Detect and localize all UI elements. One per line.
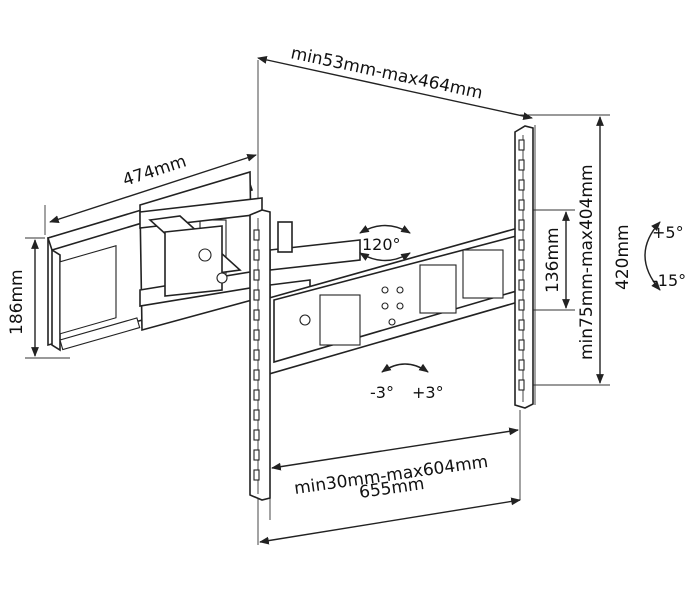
tilt-up-label: +5° (652, 223, 684, 242)
swivel-arrows (359, 224, 411, 262)
right-rail-slots (518, 139, 525, 391)
mid-height-label: 136mm (543, 227, 563, 293)
left-vertical-rail (249, 209, 271, 501)
wall-plate-width-label: 474mm (120, 151, 189, 190)
dimension-lines (31, 56, 604, 545)
swivel-angle-label: 120° (362, 235, 401, 254)
rotate-arrow (381, 363, 429, 373)
rotate-left-label: -3° (370, 383, 394, 402)
rotate-right-label: +3° (412, 383, 444, 402)
bracket-height-label: 420mm (613, 224, 633, 290)
wall-plate-height-label: 186mm (7, 269, 27, 335)
left-rail-slots (253, 229, 260, 481)
tilt-down-label: -15° (652, 271, 686, 290)
tilt-arrow (644, 221, 661, 291)
vesa-vertical-label: min75mm-max404mm (577, 164, 597, 360)
arm-extension-label: min53mm-max464mm (289, 43, 484, 103)
articulating-arms (139, 197, 361, 307)
right-vertical-rail (514, 125, 534, 409)
tv-plate (261, 224, 526, 378)
